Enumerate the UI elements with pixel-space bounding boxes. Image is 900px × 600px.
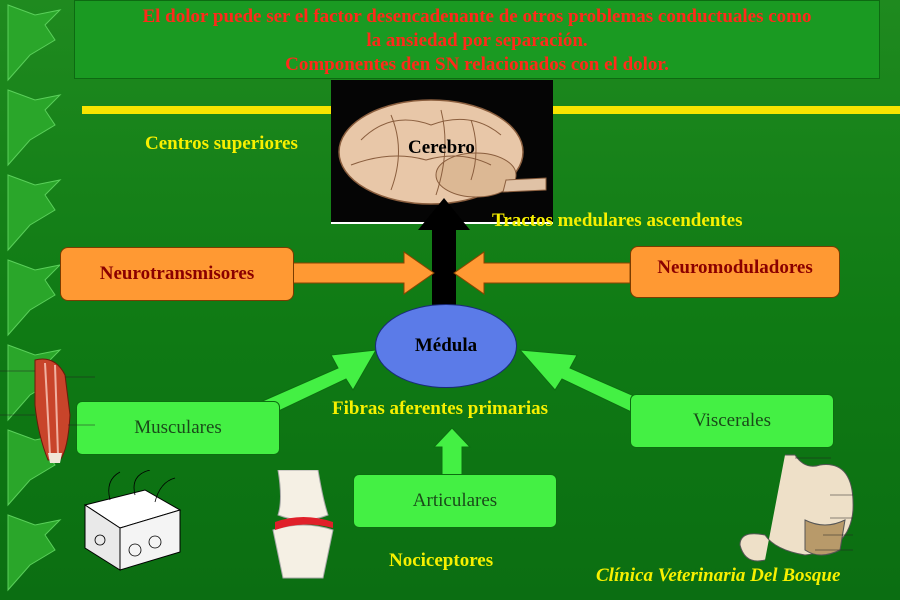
neuromoduladores-box: Neuromoduladores — [630, 246, 840, 298]
left-decoration — [7, 4, 62, 592]
cerebro-label: Cerebro — [408, 137, 475, 158]
knee-joint-illustration — [272, 470, 334, 579]
articulares-box: Articulares — [353, 474, 557, 528]
brain-image — [331, 80, 553, 224]
divider-right — [553, 106, 900, 114]
stomach-illustration — [739, 454, 854, 562]
centros-superiores-label: Centros superiores — [145, 133, 298, 154]
arrow-articulares — [432, 427, 472, 479]
title-line-2: la ansiedad por separación. — [366, 30, 588, 51]
neuromoduladores-label: Neuromoduladores — [657, 257, 813, 278]
title-banner: El dolor puede ser el factor desencadena… — [74, 0, 880, 79]
divider-left — [82, 106, 332, 114]
fibras-label: Fibras aferentes primarias — [332, 398, 548, 419]
viscerales-box: Viscerales — [630, 394, 834, 448]
arrow-medula-to-cerebro — [418, 198, 470, 308]
viscerales-label: Viscerales — [693, 410, 771, 431]
clinic-footer: Clínica Veterinaria Del Bosque — [596, 565, 841, 586]
arrow-neurotransmisores — [292, 251, 435, 295]
medula-node: Médula — [375, 304, 517, 388]
arrow-neuromoduladores — [453, 251, 631, 295]
arrow-viscerales — [518, 349, 651, 418]
title-line-1: El dolor puede ser el factor desencadena… — [142, 6, 812, 27]
articulares-label: Articulares — [412, 490, 498, 511]
musculares-label: Musculares — [134, 417, 222, 438]
medula-label: Médula — [414, 335, 478, 356]
neurotransmisores-label: Neurotransmisores — [99, 263, 255, 284]
skin-illustration — [83, 470, 182, 571]
muscle-illustration — [0, 358, 95, 463]
brain-illustration — [331, 80, 553, 224]
nociceptores-label: Nociceptores — [389, 550, 494, 571]
neurotransmisores-box: Neurotransmisores — [60, 247, 294, 301]
title-line-3: Componentes den SN relacionados con el d… — [285, 54, 669, 75]
tractos-label: Tractos medulares ascendentes — [492, 210, 743, 231]
musculares-box: Musculares — [76, 401, 280, 455]
